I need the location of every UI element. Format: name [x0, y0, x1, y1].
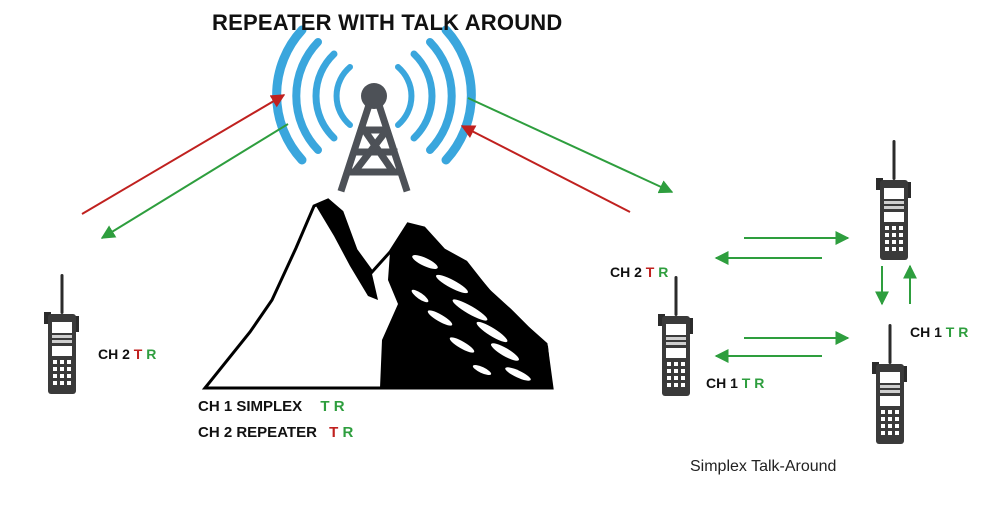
legend-label: CH 2 REPEATER	[198, 424, 317, 441]
legend-repeater: CH 2 REPEATER T R	[198, 424, 353, 441]
handheld-radio-icon	[44, 274, 79, 394]
legend-simplex: CH 1 SIMPLEX T R	[198, 398, 345, 415]
handheld-radio-icon	[872, 324, 907, 444]
receive-letter: R	[342, 424, 354, 441]
radio-tower-icon	[272, 25, 476, 193]
channel-name: CH 1	[910, 324, 942, 340]
middle-bottom-radio-label: CH 1 T R	[706, 375, 764, 391]
receive-letter: R	[658, 264, 669, 280]
channel-name: CH 2	[98, 346, 130, 362]
right-receive-arrow	[467, 97, 674, 194]
transmit-letter: T	[320, 398, 330, 415]
handheld-radio-icon	[876, 140, 911, 260]
right-radio-label: CH 1 T R	[910, 324, 968, 340]
right-transmit-arrow	[460, 125, 631, 213]
middle-top-radio-label: CH 2 T R	[610, 264, 668, 280]
left-receive-arrow	[100, 123, 289, 239]
transmit-letter: T	[645, 264, 655, 280]
transmit-letter: T	[133, 346, 143, 362]
mountain-icon	[201, 198, 554, 390]
receive-letter: R	[754, 375, 765, 391]
handheld-radio-icon	[658, 276, 693, 396]
diagram-caption: Simplex Talk-Around	[690, 458, 837, 475]
receive-letter: R	[958, 324, 969, 340]
receive-letter: R	[333, 398, 345, 415]
channel-name: CH 1	[706, 375, 738, 391]
transmit-letter: T	[945, 324, 955, 340]
transmit-letter: T	[741, 375, 751, 391]
legend-label: CH 1 SIMPLEX	[198, 398, 303, 415]
transmit-letter: T	[329, 424, 339, 441]
left-radio-label: CH 2 T R	[98, 346, 156, 362]
receive-letter: R	[146, 346, 157, 362]
channel-name: CH 2	[610, 264, 642, 280]
left-transmit-arrow	[81, 94, 286, 215]
diagram-title: REPEATER WITH TALK AROUND	[212, 10, 563, 35]
